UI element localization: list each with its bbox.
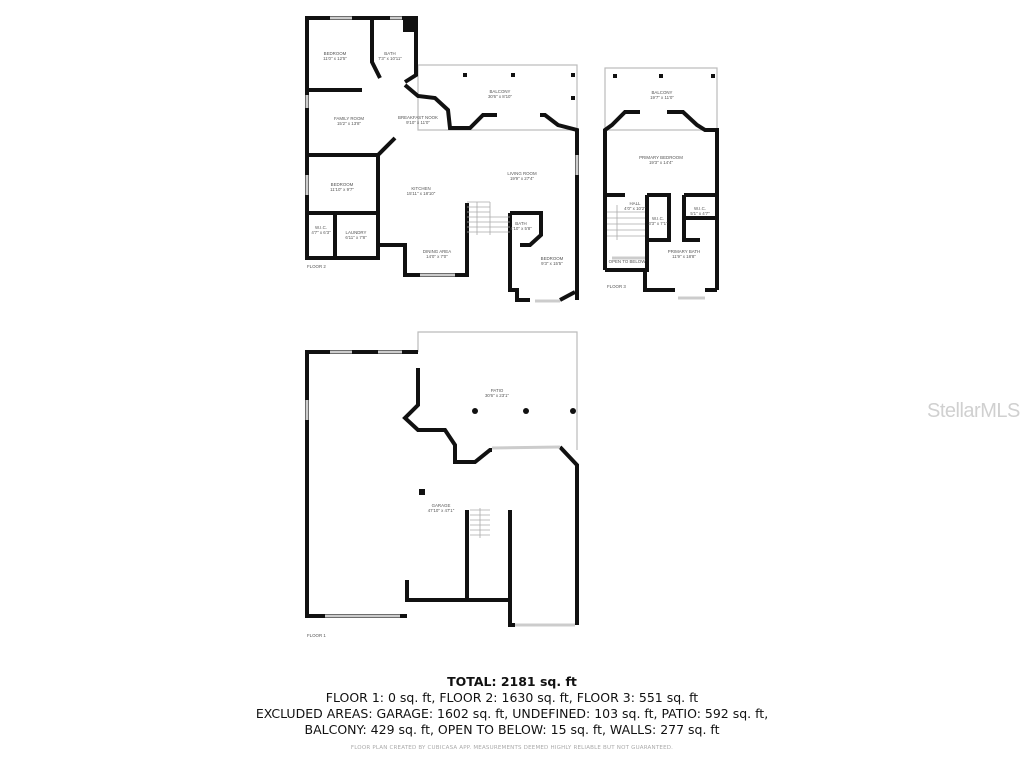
svg-text:W.I.C.3'3" x 7'1": W.I.C.3'3" x 7'1" xyxy=(648,216,668,226)
disclaimer: FLOOR PLAN CREATED BY CUBICASA APP. MEAS… xyxy=(350,745,674,751)
balcony-post xyxy=(711,74,715,78)
chimney-block xyxy=(403,18,418,32)
watermark-logo: StellarMLS xyxy=(927,400,1020,422)
balcony-post xyxy=(571,96,575,100)
door xyxy=(491,445,561,450)
floor-3-label: FLOOR 3 xyxy=(607,284,626,289)
svg-text:W.I.C.4'7" x 6'3": W.I.C.4'7" x 6'3" xyxy=(311,225,331,235)
balcony-outline xyxy=(604,67,718,131)
stairs xyxy=(607,205,645,240)
wall xyxy=(510,211,543,247)
wall xyxy=(403,83,497,130)
wall xyxy=(508,600,515,627)
wall xyxy=(667,110,719,290)
excluded-areas: EXCLUDED AREAS: GARAGE: 1602 sq. ft, UND… xyxy=(255,706,769,721)
wall xyxy=(370,18,382,79)
wall xyxy=(508,213,530,302)
floor-areas: FLOOR 1: 0 sq. ft, FLOOR 2: 1630 sq. ft,… xyxy=(325,690,699,705)
wall xyxy=(403,18,418,84)
wall xyxy=(402,368,492,464)
stairs xyxy=(470,508,490,538)
wall xyxy=(467,510,512,602)
svg-text:W.I.C.5'1" x 4'7": W.I.C.5'1" x 4'7" xyxy=(690,206,710,216)
wall xyxy=(682,195,700,242)
svg-text:OPEN TO BELOW: OPEN TO BELOW xyxy=(609,259,647,264)
stairs xyxy=(467,201,510,235)
wall xyxy=(405,510,469,602)
wall xyxy=(305,350,418,618)
wall xyxy=(603,110,640,270)
patio-column xyxy=(523,408,529,414)
balcony-post xyxy=(613,74,617,78)
wall xyxy=(307,136,397,157)
wall xyxy=(558,445,579,625)
wall xyxy=(335,203,469,277)
wall xyxy=(305,16,418,260)
total-area: TOTAL: 2181 sq. ft xyxy=(447,674,577,689)
area-summary: TOTAL: 2181 sq. ft FLOOR 1: 0 sq. ft, FL… xyxy=(0,674,1024,751)
balcony-post xyxy=(511,73,515,77)
patio-outline xyxy=(417,331,578,450)
wall xyxy=(540,113,579,300)
patio-column xyxy=(472,408,478,414)
balcony-post xyxy=(463,73,467,77)
patio-column xyxy=(570,408,576,414)
floor-1-label: FLOOR 1 xyxy=(307,633,326,638)
balcony-post xyxy=(659,74,663,78)
wall xyxy=(559,290,576,302)
balcony-post xyxy=(571,73,575,77)
excluded-areas-continued: BALCONY: 429 sq. ft, OPEN TO BELOW: 15 s… xyxy=(304,722,720,737)
wall xyxy=(647,193,671,242)
column-block xyxy=(419,489,425,495)
floor-2-label: FLOOR 2 xyxy=(307,264,326,269)
